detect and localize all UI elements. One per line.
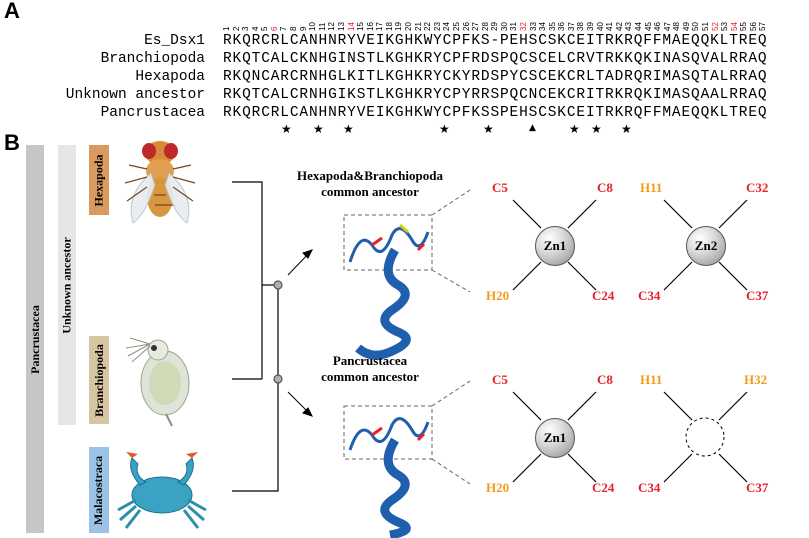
bottom-node-title-line1: Pancrustacea [332,353,408,368]
residue-h20-bottom: H20 [486,480,510,495]
top-node-title: Hexapoda&Branchiopoda common ancestor [290,168,450,200]
residue-h32-bottom: H32 [744,372,768,387]
hexapoda-bar: Hexapoda [89,145,109,215]
residue-c37-top: C37 [746,288,769,303]
residue-h11-bottom: H11 [640,372,663,387]
seq-hexapoda: RKQNCARCRNHGLKITLKGHKRYCKYRDSPYCSCEKCRLT… [223,69,768,85]
residue-c32-top: C32 [746,180,769,195]
branchiopoda-bar: Branchiopoda [89,336,109,424]
protein-structure-bottom [348,417,430,538]
panel-b-letter: B [4,130,20,155]
unknown-ancestor-bar: Unknown ancestor [58,145,76,425]
residue-c5-top: C5 [492,180,508,195]
top-node-title-line2: common ancestor [321,184,419,199]
star-marker: ★ [439,122,450,136]
residue-h11-top: H11 [640,180,663,195]
bottom-node-title-line2: common ancestor [321,369,419,384]
seq-name-hexapoda: Hexapoda [135,69,205,85]
crab-illustration [117,452,207,529]
seq-branchiopoda: RKQTCALCKNHGINSTLKGHKRYCPFRDSPQCSCELCRVT… [223,51,768,67]
residue-c5-bottom: C5 [492,372,508,387]
pancrustacea-bar: Pancrustacea [26,145,44,533]
seq-pancrustacea: RKQRCRLCANHNRYVEIKGHKWYCPFKSSPEHSCSKCEIT… [223,105,768,121]
star-marker: ★ [343,122,354,136]
zn1-bottom: Zn1 [535,418,575,458]
star-marker: ★ [569,122,580,136]
top-node-title-line1: Hexapoda&Branchiopoda [297,168,443,183]
star-marker: ★ [281,122,292,136]
residue-c8-top: C8 [597,180,613,195]
residue-c34-bottom: C34 [638,480,661,495]
marker-row: ★ ★ ★ ★ ★ ▲ ★ ★ ★ [223,122,803,136]
alignment-names: Es_Dsx1 Branchiopoda Hexapoda Unknown an… [0,32,205,122]
seq-name-unknown-ancestor: Unknown ancestor [65,87,205,103]
malacostraca-bar: Malacostraca [89,447,109,533]
seq-name-branchiopoda: Branchiopoda [100,51,205,67]
residue-c8-bottom: C8 [597,372,613,387]
seq-es-dsx1: RKQRCRLCANHNRYVEIKGHKWYCPFKS-PEHSCSKCEIT… [223,33,768,49]
fruit-fly-illustration [124,141,196,224]
seq-name-pancrustacea: Pancrustacea [100,105,205,121]
seq-unknown-ancestor: RKQTCALCRNHGIKSTLKGHKRYCPYRRSPQCNCEKCRIT… [223,87,768,103]
residue-h20-top: H20 [486,288,510,303]
residue-c37-bottom: C37 [746,480,769,495]
water-flea-illustration [125,337,190,427]
panel-a-letter: A [4,0,20,23]
empty-zinc-site [685,417,725,457]
triangle-marker: ▲ [529,123,536,133]
protein-structure-top [348,223,430,360]
zn1-top: Zn1 [535,226,575,266]
bottom-node-title: Pancrustacea common ancestor [300,353,440,385]
star-marker: ★ [313,122,324,136]
residue-c24-top: C24 [592,288,615,303]
seq-name-es-dsx1: Es_Dsx1 [144,33,205,49]
alignment-sequences: RKQRCRLCANHNRYVEIKGHKWYCPFKS-PEHSCSKCEIT… [223,32,767,122]
star-marker: ★ [591,122,602,136]
zn2-top: Zn2 [686,226,726,266]
star-marker: ★ [483,122,494,136]
residue-c34-top: C34 [638,288,661,303]
star-marker: ★ [621,122,632,136]
residue-c24-bottom: C24 [592,480,615,495]
